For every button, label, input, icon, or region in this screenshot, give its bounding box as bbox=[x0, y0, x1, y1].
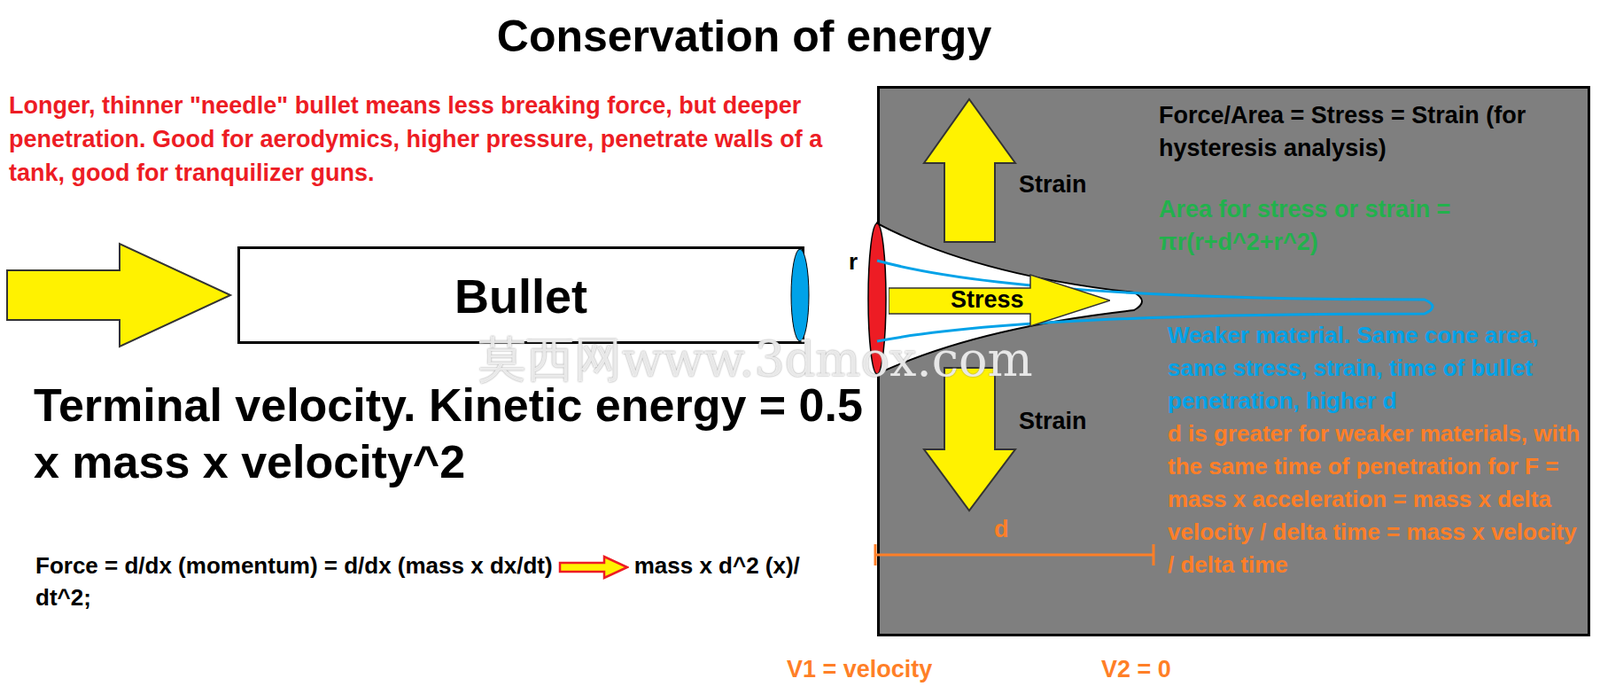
strain-arrow-down bbox=[924, 367, 1016, 511]
force-formula: Force = d/dx (momentum) = d/dx (mass x d… bbox=[35, 549, 851, 614]
formula-note: Force/Area = Stress = Strain (for hyster… bbox=[1158, 99, 1576, 165]
strain-label: Strain bbox=[1018, 170, 1088, 199]
velocity-label: V1 = velocity bbox=[786, 655, 933, 684]
stress-arrow: Stress bbox=[888, 272, 1111, 328]
push-arrow bbox=[7, 243, 231, 347]
velocity-label: V2 = 0 bbox=[1101, 655, 1172, 684]
radius-label: r bbox=[848, 248, 858, 276]
watermark: 莫西网www.3dmox.com bbox=[478, 327, 1034, 393]
stress-arrow-body bbox=[888, 274, 1111, 327]
bullet-box: Bullet bbox=[237, 246, 805, 344]
bullet-label: Bullet bbox=[240, 268, 802, 324]
strain-arrow-up bbox=[924, 99, 1016, 242]
formula-text: Force = d/dx (momentum) = d/dx (mass x d… bbox=[35, 551, 553, 579]
formula-arrow-body bbox=[559, 556, 628, 578]
formula-arrow bbox=[558, 554, 630, 580]
strain-label: Strain bbox=[1018, 407, 1088, 435]
bullet-tip-face bbox=[791, 248, 809, 342]
stress-label: Stress bbox=[950, 285, 1025, 314]
kinetic-energy-note: Terminal velocity. Kinetic energy = 0.5 … bbox=[33, 376, 867, 490]
bullet-tip bbox=[786, 246, 814, 344]
d-dimension bbox=[875, 543, 1154, 566]
title: Conservation of energy bbox=[497, 10, 992, 63]
intro-note: Longer, thinner "needle" bullet means le… bbox=[8, 88, 873, 190]
weaker-material-note: Weaker material. Same cone area, same st… bbox=[1167, 318, 1581, 418]
dimension-label: d bbox=[994, 515, 1010, 544]
area-formula: Area for stress or strain = πr(r+d^2+r^2… bbox=[1158, 193, 1576, 259]
penetration-note: d is greater for weaker materials, with … bbox=[1167, 417, 1581, 582]
